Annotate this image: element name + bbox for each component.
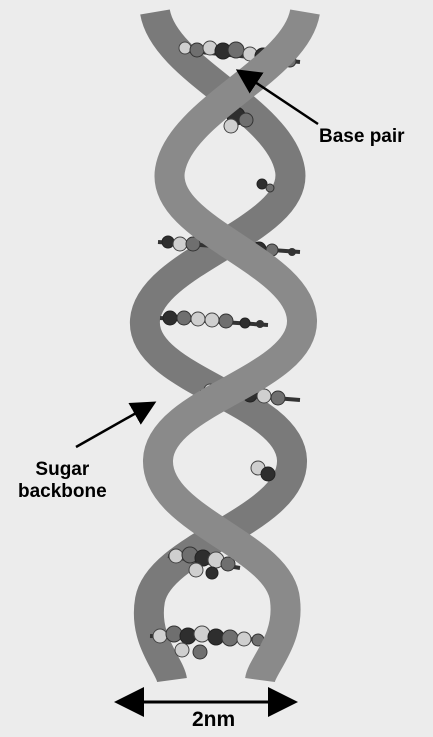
sugar-backbone-label: Sugar backbone: [18, 459, 107, 503]
sugar-backbone-label-line2: backbone: [18, 481, 107, 503]
scale-label: 2nm: [192, 709, 235, 731]
base-pair: [257, 179, 274, 192]
sugar-backbone-arrow: [76, 404, 152, 447]
base-pair: [160, 311, 268, 328]
base-pair: [168, 461, 275, 482]
sugar-backbone-label-line1: Sugar: [18, 459, 107, 481]
base-pair-label: Base pair: [319, 126, 405, 148]
